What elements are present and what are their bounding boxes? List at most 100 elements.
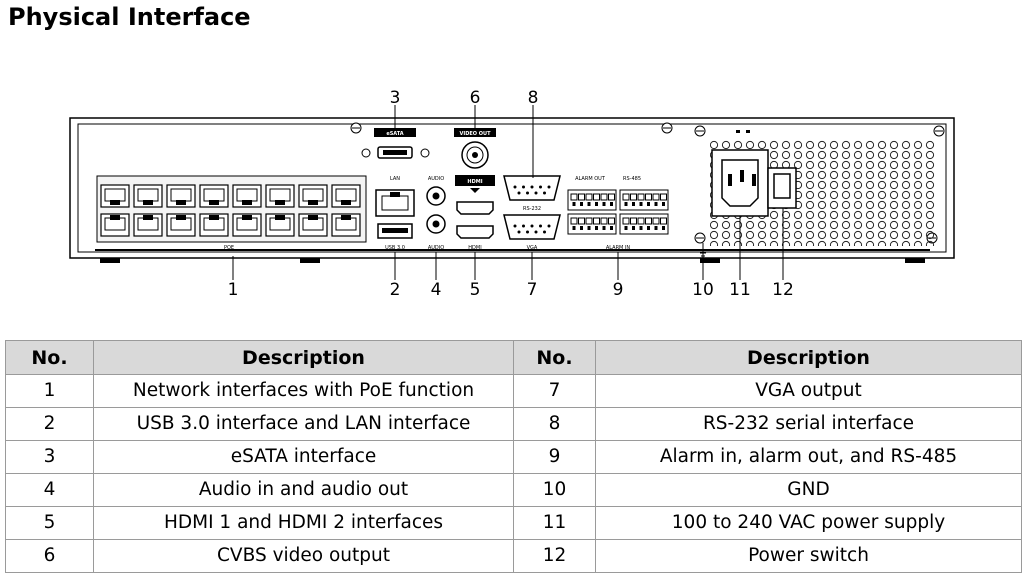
rj45-port xyxy=(232,184,262,208)
table-row: 3 eSATA interface 9 Alarm in, alarm out,… xyxy=(5,440,1022,474)
header-no: No. xyxy=(513,340,596,375)
terminal-screw-icon xyxy=(572,226,576,230)
rj45-port xyxy=(331,213,361,237)
terminal-icon xyxy=(570,217,578,225)
pin-icon xyxy=(522,185,525,189)
rj45-port xyxy=(265,184,295,208)
rj45-port xyxy=(199,184,229,208)
terminal-screw-icon xyxy=(587,226,591,230)
cell-no: 2 xyxy=(5,407,94,441)
terminal-icon xyxy=(585,193,593,201)
cell-no: 7 xyxy=(513,374,596,408)
pin-icon xyxy=(534,230,538,234)
table-row: 2 USB 3.0 interface and LAN interface 8 … xyxy=(5,407,1022,441)
cell-no: 4 xyxy=(5,473,94,507)
cell-description: CVBS video output xyxy=(93,539,514,573)
pin-icon xyxy=(539,185,542,189)
terminal-screw-icon xyxy=(662,202,665,206)
terminal-screw-icon xyxy=(639,226,643,230)
audio-label: AUDIO xyxy=(428,176,444,182)
esata-port: eSATA xyxy=(361,128,430,159)
cell-description: Audio in and audio out xyxy=(93,473,514,507)
cell-description: eSATA interface xyxy=(93,440,514,474)
rs232-vga-ports: RS-232 VGA xyxy=(503,175,561,251)
terminal-icon xyxy=(622,217,630,225)
pin-icon xyxy=(517,191,521,195)
rj45-port xyxy=(133,213,163,237)
terminal-screw-icon xyxy=(595,226,598,230)
power-area xyxy=(699,130,936,257)
cell-description: 100 to 240 VAC power supply xyxy=(595,506,1022,540)
pin-icon xyxy=(513,224,517,228)
alarm-rs485-terminals: ALARM OUT RS-485 ALARM IN xyxy=(567,176,669,251)
table-row: 5 HDMI 1 and HDMI 2 interfaces 11 100 to… xyxy=(5,506,1022,540)
terminal-screw-icon xyxy=(610,226,613,230)
header-description: Description xyxy=(93,340,514,375)
callout-10: 10 xyxy=(692,280,714,300)
cell-no: 1 xyxy=(5,374,94,408)
lan-usb-ports: LAN USB 3.0 xyxy=(375,176,415,251)
callout-4: 4 xyxy=(431,280,442,300)
terminal-icon xyxy=(652,217,660,225)
rj45-port xyxy=(100,184,130,208)
table-row: 4 Audio in and audio out 10 GND xyxy=(5,473,1022,507)
cell-no: 8 xyxy=(513,407,596,441)
rj45-port xyxy=(265,213,295,237)
cell-no: 10 xyxy=(513,473,596,507)
usb-label: USB 3.0 xyxy=(385,245,405,251)
terminal-screw-icon xyxy=(572,202,576,206)
video-out-label: VIDEO OUT xyxy=(459,131,491,137)
hdmi-label: HDMI xyxy=(467,179,482,185)
rear-panel-diagram: POE eSATA VIDEO OUT LAN USB 3.0 AUDIO AU… xyxy=(69,88,955,300)
cell-description: Alarm in, alarm out, and RS-485 xyxy=(595,440,1022,474)
terminal-screw-icon xyxy=(639,202,643,206)
cell-description: USB 3.0 interface and LAN interface xyxy=(93,407,514,441)
terminal-icon xyxy=(645,217,652,225)
terminal-screw-icon xyxy=(602,226,606,230)
pin-icon xyxy=(517,230,521,234)
header-no: No. xyxy=(5,340,94,375)
rj45-port xyxy=(100,213,130,237)
terminal-screw-icon xyxy=(654,226,658,230)
callout-9: 9 xyxy=(613,280,624,300)
terminal-screw-icon xyxy=(647,226,650,230)
alarm-in-label: ALARM IN xyxy=(606,245,631,251)
pin-icon xyxy=(547,224,551,228)
rj45-port xyxy=(133,184,163,208)
rj45-port xyxy=(199,213,229,237)
callout-7: 7 xyxy=(527,280,538,300)
callout-1: 1 xyxy=(228,280,239,300)
table-row: 6 CVBS video output 12 Power switch xyxy=(5,539,1022,573)
terminal-icon xyxy=(578,193,585,201)
terminal-icon xyxy=(630,217,637,225)
cell-no: 5 xyxy=(5,506,94,540)
callout-11: 11 xyxy=(729,280,751,300)
terminal-icon xyxy=(645,193,652,201)
terminal-icon xyxy=(600,217,608,225)
cell-description: VGA output xyxy=(595,374,1022,408)
terminal-icon xyxy=(578,217,585,225)
terminal-icon xyxy=(652,193,660,201)
hdmi-bottom-label: HDMI xyxy=(468,245,481,251)
pin-icon xyxy=(539,224,542,228)
terminal-screw-icon xyxy=(595,202,598,206)
pin-icon xyxy=(534,191,538,195)
video-out-bnc: VIDEO OUT xyxy=(454,128,496,169)
terminal-screw-icon xyxy=(587,202,591,206)
callout-5: 5 xyxy=(470,280,481,300)
pin-icon xyxy=(513,185,517,189)
terminal-icon xyxy=(593,193,600,201)
cell-no: 12 xyxy=(513,539,596,573)
terminal-screw-icon xyxy=(632,202,635,206)
callout-lines xyxy=(232,105,784,280)
rj45-port xyxy=(331,184,361,208)
terminal-icon xyxy=(608,217,615,225)
terminal-icon xyxy=(637,217,645,225)
terminal-screw-icon xyxy=(580,202,583,206)
terminal-icon xyxy=(622,193,630,201)
terminal-icon xyxy=(600,193,608,201)
pin-icon xyxy=(543,191,546,195)
cell-description: RS-232 serial interface xyxy=(595,407,1022,441)
pin-icon xyxy=(526,191,529,195)
rj45-port xyxy=(298,213,328,237)
